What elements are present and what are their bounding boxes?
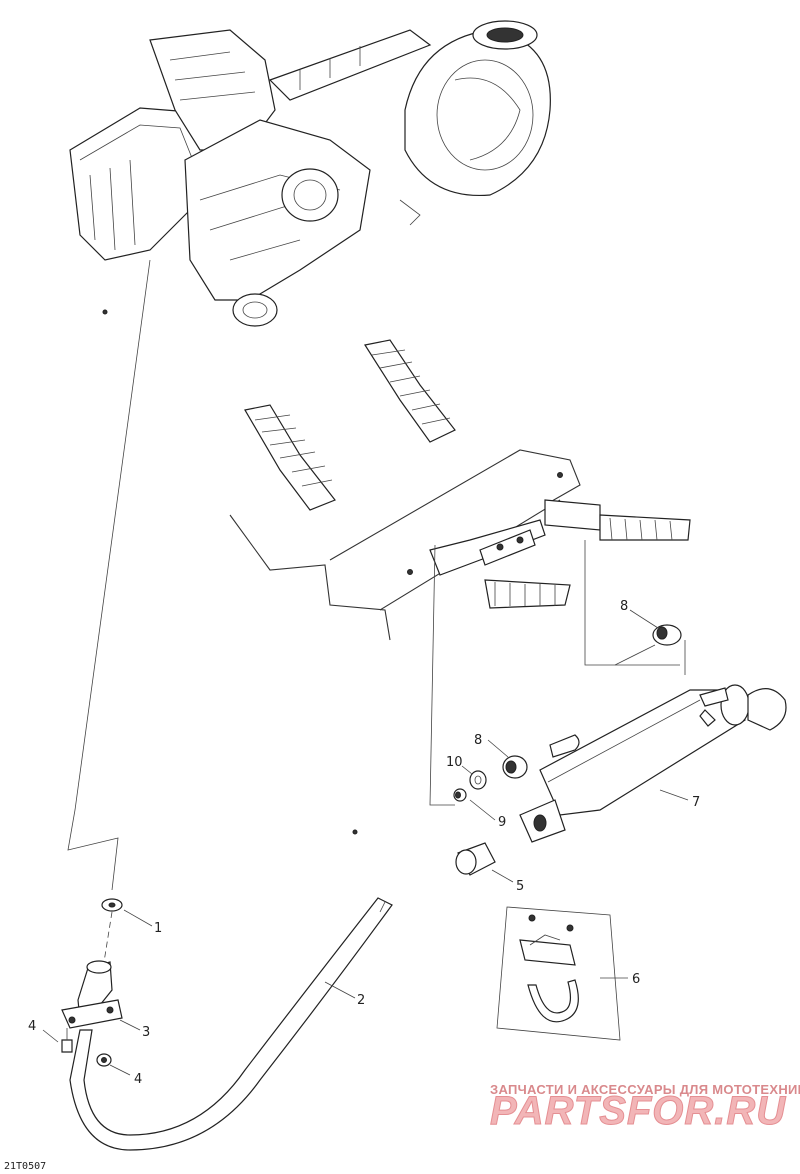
callout-10: 10 xyxy=(446,755,463,770)
muffler-assembly xyxy=(519,684,787,843)
phantom-lines xyxy=(67,259,686,891)
callout-5: 5 xyxy=(516,879,524,894)
gasket-1 xyxy=(101,898,123,912)
grommet-8-upper xyxy=(652,624,682,646)
tube-3 xyxy=(61,960,123,1029)
bolt-4-left xyxy=(61,1028,73,1053)
grommet-8-lower xyxy=(502,755,528,779)
engine-assembly xyxy=(69,20,551,327)
callout-4-right: 4 xyxy=(134,1072,142,1087)
callout-8-lower: 8 xyxy=(474,733,482,748)
leader-lines xyxy=(42,609,689,1076)
nut-9 xyxy=(453,788,467,802)
callout-3: 3 xyxy=(142,1025,150,1040)
callout-7: 7 xyxy=(692,795,700,810)
sleeve-5 xyxy=(455,842,496,876)
callout-1: 1 xyxy=(154,921,162,936)
callout-9: 9 xyxy=(498,815,506,830)
callout-6: 6 xyxy=(632,972,640,987)
watermark-logo: PARTSFOR.RU xyxy=(490,1089,786,1133)
axis-line xyxy=(103,911,113,963)
drawing-reference: 21T0507 xyxy=(4,1161,46,1172)
hose-2 xyxy=(69,897,393,1151)
washer-10 xyxy=(469,770,487,790)
callout-labels: 1 2 3 4 4 5 6 7 8 8 9 10 xyxy=(28,599,700,1087)
callout-4-left: 4 xyxy=(28,1019,36,1034)
watermark: ЗАПЧАСТИ И АКСЕССУАРЫ ДЛЯ МОТОТЕХНИКИ PA… xyxy=(490,1082,800,1134)
nut-4-right xyxy=(96,1053,112,1067)
callout-8-upper: 8 xyxy=(620,599,628,614)
watermark-tagline: ЗАПЧАСТИ И АКСЕССУАРЫ ДЛЯ МОТОТЕХНИКИ xyxy=(490,1082,800,1097)
kit-6-box xyxy=(496,906,621,1041)
callout-2: 2 xyxy=(357,993,365,1008)
frame-section xyxy=(102,309,691,835)
